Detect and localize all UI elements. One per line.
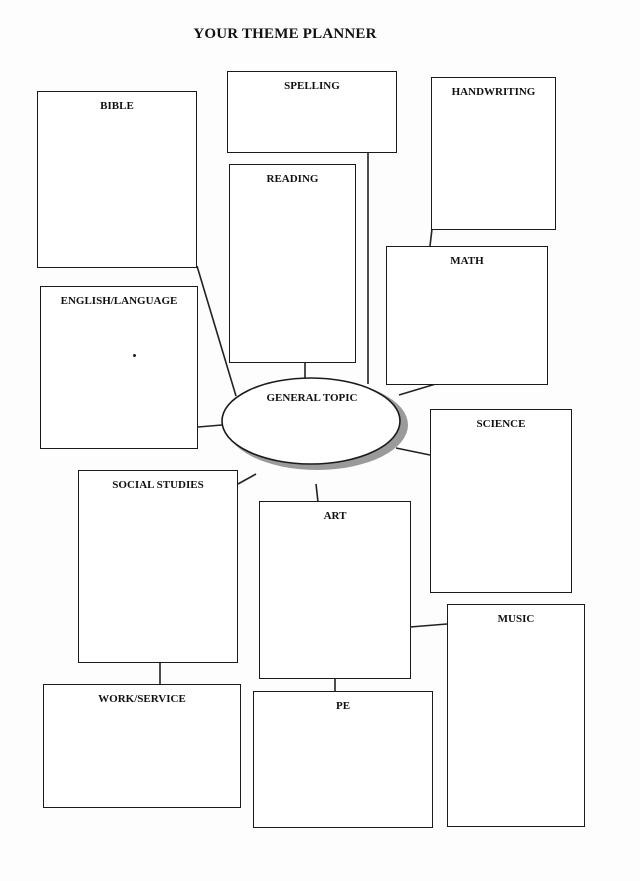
music-box: MUSIC <box>447 604 585 827</box>
spelling-box: SPELLING <box>227 71 397 153</box>
connector-bible <box>196 265 237 397</box>
connector-science <box>395 447 431 456</box>
connector-art <box>315 483 319 503</box>
math-label: MATH <box>450 255 484 267</box>
handwriting-label: HANDWRITING <box>451 86 536 98</box>
social-studies-box: SOCIAL STUDIES <box>78 470 238 663</box>
reading-label: READING <box>266 173 319 185</box>
bible-box: BIBLE <box>37 91 197 268</box>
science-box: SCIENCE <box>430 409 572 593</box>
pe-label: PE <box>335 700 351 712</box>
art-label: ART <box>323 510 347 522</box>
bible-label: BIBLE <box>100 100 134 112</box>
english-language-box: ENGLISH/LANGUAGE <box>40 286 198 449</box>
art-box: ART <box>259 501 411 679</box>
work-service-box: WORK/SERVICE <box>43 684 241 808</box>
social-studies-label: SOCIAL STUDIES <box>112 479 204 491</box>
reading-box: READING <box>229 164 356 363</box>
general-topic-label: GENERAL TOPIC <box>266 392 358 404</box>
connector-music <box>409 623 448 628</box>
connector-math <box>398 382 440 396</box>
connector-english <box>197 424 223 428</box>
pe-box: PE <box>253 691 433 828</box>
spelling-label: SPELLING <box>284 80 340 92</box>
page-title: YOUR THEME PLANNER <box>193 26 377 42</box>
handwriting-box: HANDWRITING <box>431 77 556 230</box>
connector-handwriting <box>429 228 433 247</box>
connector-social-studies <box>237 473 257 485</box>
work-service-label: WORK/SERVICE <box>98 693 186 705</box>
science-label: SCIENCE <box>476 418 526 430</box>
music-label: MUSIC <box>497 613 535 625</box>
math-box: MATH <box>386 246 548 385</box>
general-topic-ellipse <box>221 377 401 465</box>
english-language-label: ENGLISH/LANGUAGE <box>60 295 178 307</box>
stray-dot <box>133 354 136 357</box>
